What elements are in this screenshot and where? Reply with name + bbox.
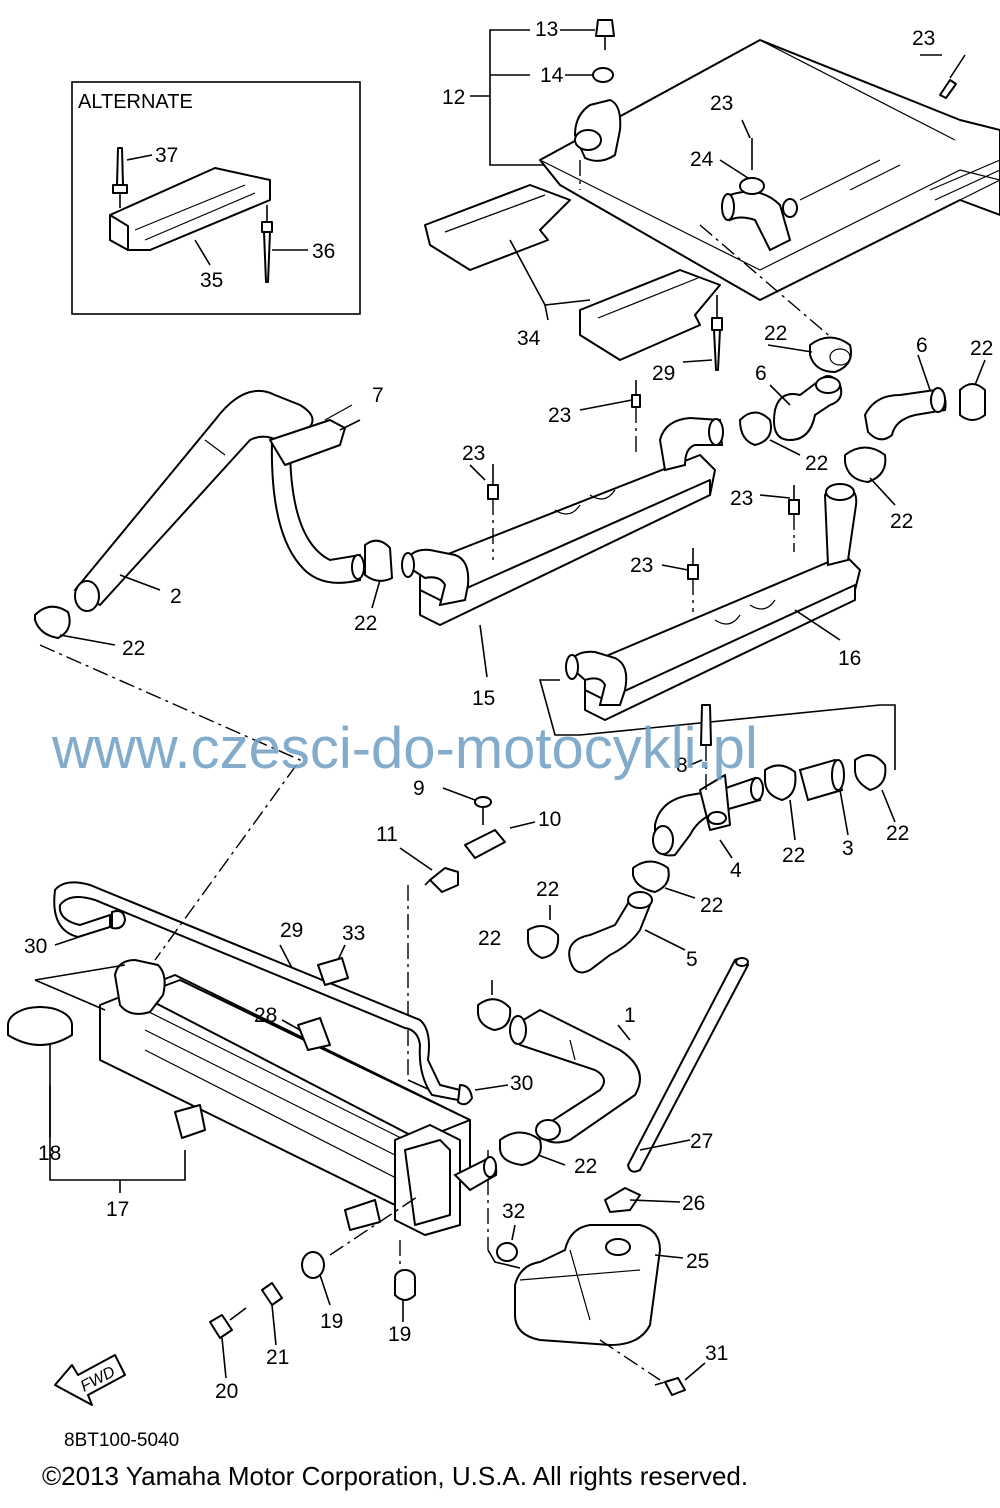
callout-1: 1 xyxy=(624,1004,636,1027)
drawing-code: 8BT100-5040 xyxy=(64,1430,179,1451)
callout-23: 23 xyxy=(912,27,935,50)
alternate-inset: ALTERNATE xyxy=(71,81,361,315)
watermark: www.czesci-do-motocykli.pl xyxy=(51,716,758,781)
callout-29: 29 xyxy=(280,919,303,942)
clamps-mid xyxy=(34,539,393,639)
callout-25: 25 xyxy=(686,1250,709,1273)
callout-22: 22 xyxy=(354,612,377,635)
callout-2: 2 xyxy=(170,585,182,608)
copyright: ©2013 Yamaha Motor Corporation, U.S.A. A… xyxy=(42,1461,748,1491)
callout-22: 22 xyxy=(700,894,723,917)
callout-37: 37 xyxy=(155,144,178,167)
callout-22: 22 xyxy=(970,337,993,360)
callout-18: 18 xyxy=(38,1142,61,1165)
hose-1-group xyxy=(477,980,641,1166)
callout-22: 22 xyxy=(122,637,145,660)
callout-23: 23 xyxy=(548,404,571,427)
cooler-16 xyxy=(538,483,896,770)
callout-numbers: 13 14 12 23 23 24 37 36 35 34 29 22 6 6 … xyxy=(24,18,993,1403)
callout-22: 22 xyxy=(890,510,913,533)
callout-23: 23 xyxy=(730,487,753,510)
callout-34: 34 xyxy=(517,327,541,350)
radiator-cap-18 xyxy=(7,1006,73,1137)
callout-22: 22 xyxy=(886,822,909,845)
callout-23: 23 xyxy=(462,442,485,465)
callout-12: 12 xyxy=(442,86,465,109)
cooler-15 xyxy=(401,380,724,678)
callout-9: 9 xyxy=(413,777,425,800)
callout-24: 24 xyxy=(690,148,714,171)
alternate-label: ALTERNATE xyxy=(78,91,193,113)
callout-14: 14 xyxy=(540,64,564,87)
callout-22: 22 xyxy=(536,878,559,901)
callout-22: 22 xyxy=(574,1155,597,1178)
callout-28: 28 xyxy=(254,1004,277,1027)
callout-22: 22 xyxy=(782,844,805,867)
heat-exchanger-top xyxy=(424,19,1000,371)
callout-22: 22 xyxy=(764,322,787,345)
callout-6: 6 xyxy=(916,334,928,357)
callout-19: 19 xyxy=(320,1310,343,1333)
pipe-4-group xyxy=(652,704,896,859)
callout-11: 11 xyxy=(376,823,398,846)
callout-7: 7 xyxy=(372,384,384,407)
radiator-17 xyxy=(49,959,498,1265)
callout-20: 20 xyxy=(215,1380,238,1403)
sensor-group xyxy=(399,787,536,1091)
callout-15: 15 xyxy=(472,687,495,710)
callout-23: 23 xyxy=(630,554,653,577)
callout-23: 23 xyxy=(710,92,733,115)
callout-30: 30 xyxy=(510,1072,533,1095)
hoses-6-upper-right xyxy=(739,336,986,483)
callout-4: 4 xyxy=(730,859,742,882)
callout-6: 6 xyxy=(755,362,767,385)
small-parts-bottom xyxy=(209,1251,416,1379)
callout-27: 27 xyxy=(690,1130,713,1153)
leader-lines xyxy=(59,54,986,1166)
hose-5-group xyxy=(527,860,670,974)
callout-36: 36 xyxy=(312,240,335,263)
callout-16: 16 xyxy=(838,647,861,670)
callout-29: 29 xyxy=(652,362,675,385)
callout-10: 10 xyxy=(538,808,561,831)
callout-32: 32 xyxy=(502,1200,525,1223)
callout-8: 8 xyxy=(676,754,688,777)
hose-2-group xyxy=(73,390,365,612)
callout-35: 35 xyxy=(200,269,223,292)
callout-22: 22 xyxy=(805,452,828,475)
callout-30: 30 xyxy=(24,935,47,958)
overflow-pipe xyxy=(34,881,509,1106)
route-line xyxy=(39,644,302,961)
callout-22: 22 xyxy=(478,927,501,950)
callout-17: 17 xyxy=(106,1198,129,1221)
callout-33: 33 xyxy=(342,922,365,945)
callout-5: 5 xyxy=(686,948,698,971)
callout-31: 31 xyxy=(705,1342,728,1365)
fwd-arrow-icon: FWD xyxy=(54,1354,126,1406)
reservoir-group xyxy=(487,957,750,1396)
callout-13: 13 xyxy=(535,18,558,41)
callout-19: 19 xyxy=(388,1323,411,1346)
callout-21: 21 xyxy=(266,1346,289,1369)
callout-26: 26 xyxy=(682,1192,705,1215)
callout-3: 3 xyxy=(842,837,854,860)
